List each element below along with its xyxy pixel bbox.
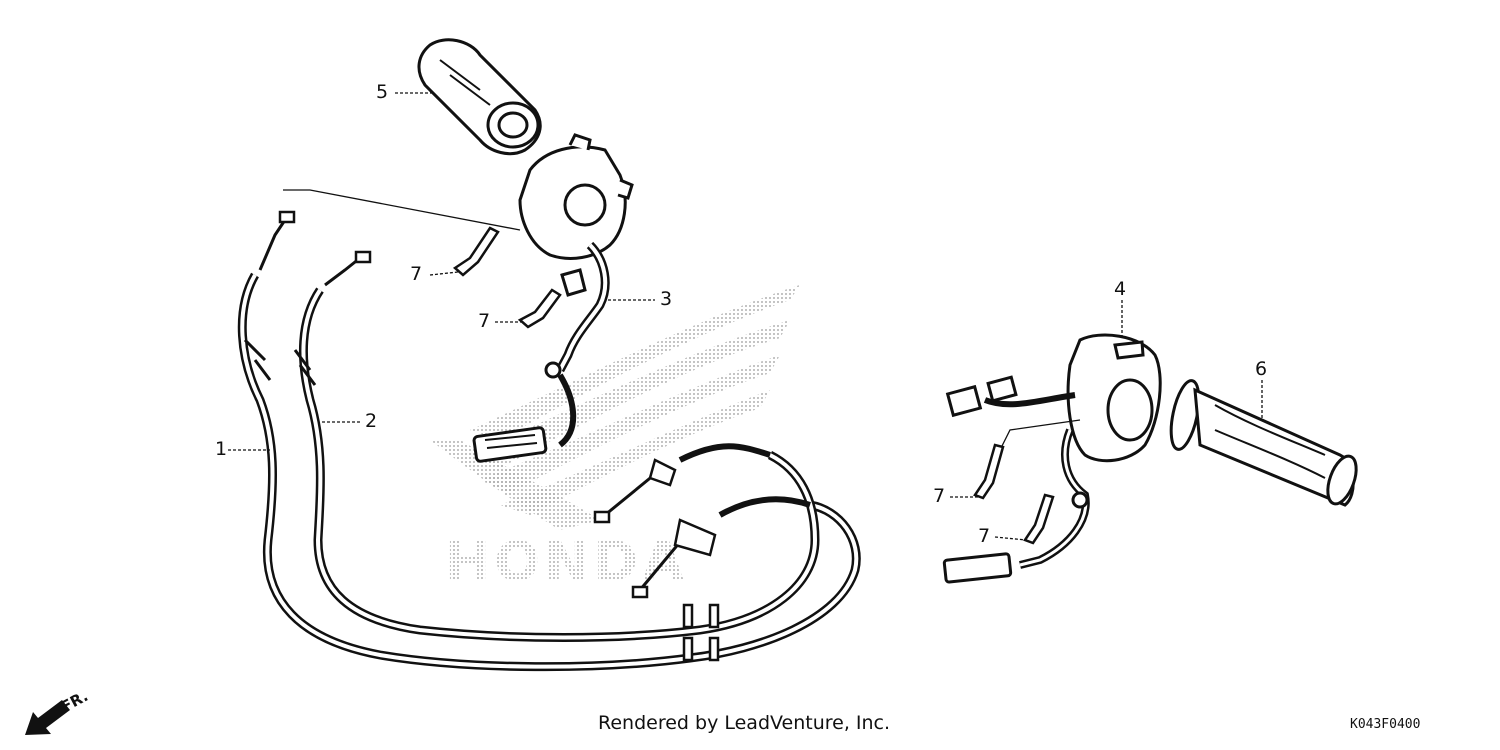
callout-7-c: 7 <box>933 485 946 507</box>
callout-6: 6 <box>1255 358 1268 380</box>
front-direction-arrow-icon <box>25 700 70 735</box>
diagram-code: K043F0400 <box>1350 717 1421 732</box>
rendered-by-credit: Rendered by LeadVenture, Inc. <box>598 712 891 734</box>
screws-part-7-left <box>452 226 562 329</box>
screws-part-7-right <box>973 443 1055 545</box>
callout-7-b: 7 <box>478 310 491 332</box>
honda-watermark-text: HONDA <box>445 530 688 593</box>
honda-watermark: HONDA <box>430 285 800 593</box>
left-switch-part-4 <box>942 333 1162 584</box>
callout-7-d: 7 <box>978 525 991 547</box>
callout-1: 1 <box>215 438 228 460</box>
callout-4: 4 <box>1114 278 1127 300</box>
grip-part-6 <box>1169 379 1358 507</box>
grip-part-5 <box>417 38 542 156</box>
callout-3: 3 <box>660 288 673 310</box>
callout-7-a: 7 <box>410 263 423 285</box>
right-switch-part-3 <box>472 133 634 463</box>
callout-5: 5 <box>376 81 389 103</box>
throttle-cables-part-1-2 <box>237 210 861 672</box>
callout-2: 2 <box>365 410 378 432</box>
